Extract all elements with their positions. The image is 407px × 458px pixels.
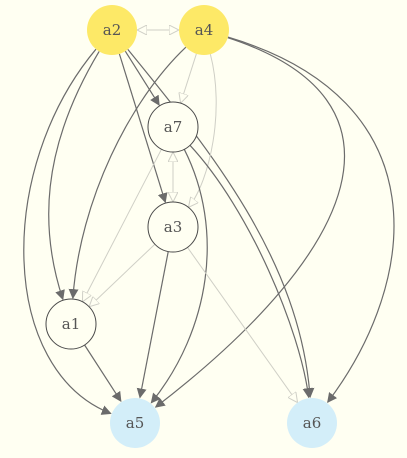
node-a3-label: a3: [164, 218, 183, 236]
node-a1-circle: [45, 298, 97, 350]
edge-a2-to-a6: [127, 48, 315, 399]
edge-layer: [23, 30, 395, 415]
node-a6-circle: [287, 398, 337, 448]
edge-a2-to-a1: [48, 51, 100, 301]
node-a6[interactable]: a6: [287, 398, 337, 448]
edge-a7-to-a1: [83, 148, 162, 301]
edge-a1-to-a5: [84, 344, 122, 403]
node-a4[interactable]: a4: [179, 5, 229, 55]
node-a4-circle: [179, 5, 229, 55]
edge-a3-to-a1: [90, 243, 156, 306]
node-a5-label: a5: [126, 414, 145, 432]
edge-a2-to-a5: [23, 48, 112, 415]
edge-a7-to-a6: [189, 144, 313, 399]
node-a1-label: a1: [62, 315, 81, 333]
node-layer: a2 a4 a7 a3 a1 a5 a6: [45, 5, 337, 448]
edge-a4-to-a1: [68, 46, 187, 300]
edge-a7-to-a5: [150, 149, 208, 404]
node-a2-circle: [87, 5, 137, 55]
node-a7[interactable]: a7: [147, 101, 199, 153]
edge-a2-to-a3: [118, 53, 168, 204]
edge-a3-to-a6: [187, 247, 296, 401]
edge-a2-to-a7: [124, 50, 160, 106]
edge-a4-to-a7: [181, 53, 197, 102]
node-a5-circle: [110, 398, 160, 448]
node-a2-label: a2: [103, 21, 122, 39]
edge-a4-to-a3: [189, 54, 217, 206]
edge-a3-to-a5: [136, 251, 169, 399]
edge-a4-to-a5: [154, 37, 345, 408]
edge-a4-to-a6: [227, 36, 395, 404]
node-a7-label: a7: [164, 118, 183, 136]
node-a7-circle: [147, 101, 199, 153]
node-a2[interactable]: a2: [87, 5, 137, 55]
node-a4-label: a4: [195, 21, 214, 39]
node-a5[interactable]: a5: [110, 398, 160, 448]
node-a3[interactable]: a3: [147, 201, 199, 253]
node-a3-circle: [147, 201, 199, 253]
node-a6-label: a6: [303, 414, 322, 432]
node-a1[interactable]: a1: [45, 298, 97, 350]
